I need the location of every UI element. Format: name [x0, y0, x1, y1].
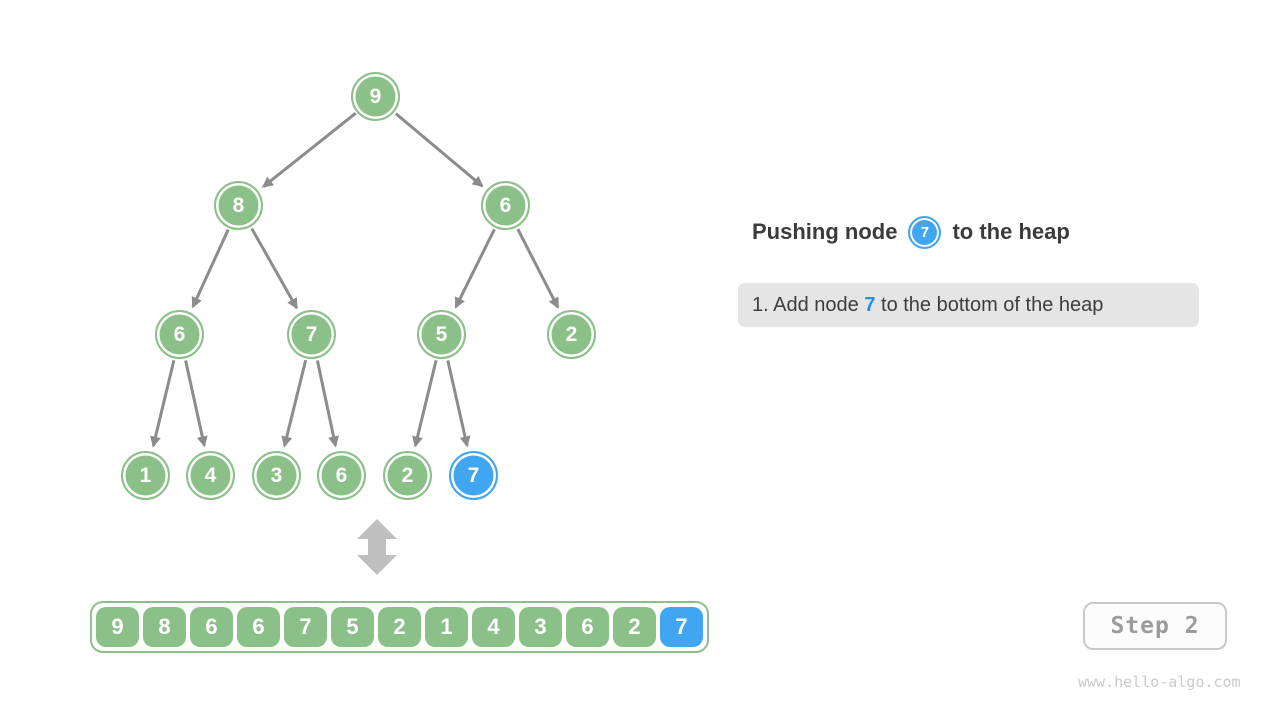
tree-edge	[191, 228, 230, 309]
step-button[interactable]: Step 2	[1083, 602, 1227, 650]
array-cell: 2	[378, 607, 421, 647]
array-cell: 6	[190, 607, 233, 647]
tree-node: 7	[287, 310, 336, 359]
tree-edge	[250, 227, 299, 310]
array-cell: 8	[143, 607, 186, 647]
instruction-text-before: 1. Add node	[752, 293, 865, 316]
tree-node: 2	[547, 310, 596, 359]
array-cell: 2	[613, 607, 656, 647]
tree-node-highlighted: 7	[449, 451, 498, 500]
array-cell: 6	[566, 607, 609, 647]
watermark: www.hello-algo.com	[1078, 673, 1241, 691]
instruction-text-after: to the bottom of the heap	[875, 293, 1104, 316]
tree-node: 3	[252, 451, 301, 500]
tree-node: 1	[121, 451, 170, 500]
tree-edge	[516, 228, 560, 309]
tree-edge	[150, 359, 176, 448]
array-cell: 9	[96, 607, 139, 647]
tree-node: 5	[417, 310, 466, 359]
tree-edge	[262, 112, 357, 188]
tree-edge	[412, 359, 438, 448]
array-cell: 6	[237, 607, 280, 647]
array-cell: 3	[519, 607, 562, 647]
pushed-node-badge: 7	[908, 215, 942, 249]
tree-edge	[454, 228, 496, 309]
title-suffix: to the heap	[952, 219, 1070, 244]
tree-node: 6	[155, 310, 204, 359]
tree-edge	[281, 359, 308, 448]
heap-array: 9 8 6 6 7 5 2 1 4 3 6 2 7	[90, 601, 709, 653]
array-cell: 4	[472, 607, 515, 647]
array-cell-highlighted: 7	[660, 607, 703, 647]
figure-title: Pushing node 7 to the heap	[752, 213, 1070, 251]
up-down-arrow-icon	[357, 519, 397, 575]
array-cell: 5	[331, 607, 374, 647]
array-cell: 1	[425, 607, 468, 647]
tree-node: 6	[481, 181, 530, 230]
tree-node: 4	[186, 451, 235, 500]
tree-node: 6	[317, 451, 366, 500]
array-cell: 7	[284, 607, 327, 647]
tree-edge	[315, 360, 339, 448]
instruction-highlight-value: 7	[864, 293, 876, 316]
step-instruction-box: 1. Add node 7 to the bottom of the heap	[738, 283, 1199, 327]
tree-node: 2	[383, 451, 432, 500]
tree-node: 9	[351, 72, 400, 121]
tree-edge	[394, 112, 484, 188]
tree-edge	[446, 360, 471, 448]
tree-edge	[184, 360, 208, 448]
tree-edges	[150, 112, 560, 448]
tree-node: 8	[214, 181, 263, 230]
title-prefix: Pushing node	[752, 219, 898, 244]
